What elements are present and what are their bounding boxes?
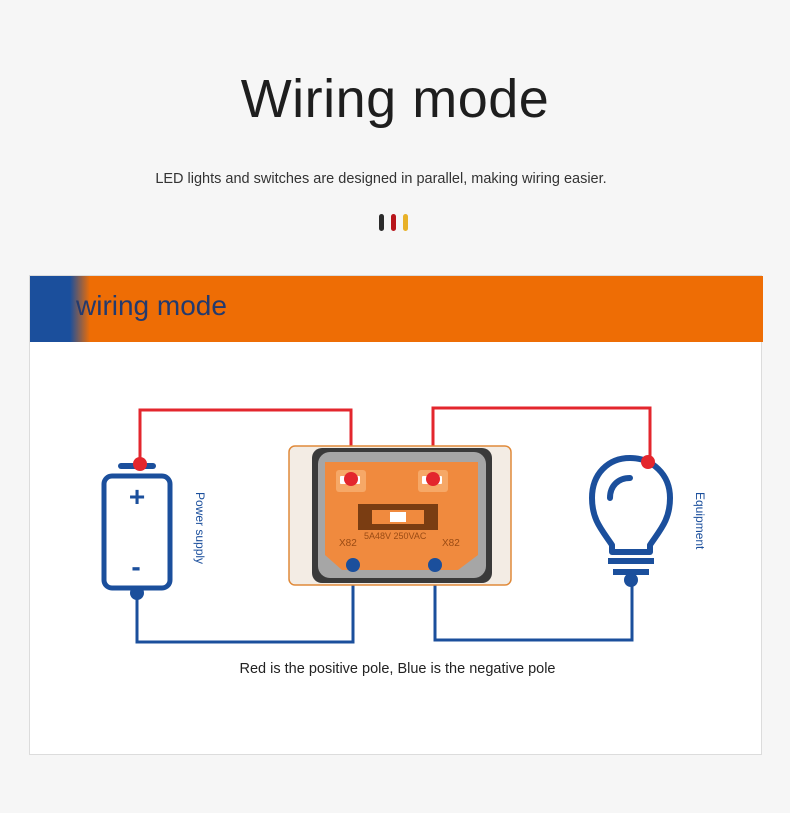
dot-yellow [403,214,408,231]
switch-component: X82 5A48V 250VAC X82 [288,445,512,586]
battery-negative-terminal [130,586,144,600]
dot-dark [379,214,384,231]
page-subtitle: LED lights and switches are designed in … [155,171,607,187]
banner-title: wiring mode [76,290,227,321]
switch-rating-text: 5A48V 250VAC [364,531,427,541]
positive-wire-switch-bulb [431,406,652,478]
battery-minus-sign: - [131,551,140,582]
equipment-label: Equipment [693,492,707,550]
negative-wire-switch-bulb [433,565,634,642]
banner-fade [70,276,90,342]
caption: Red is the positive pole, Blue is the ne… [239,661,556,677]
dot-red [391,214,396,231]
power-supply-label: Power supply [193,492,207,564]
negative-wire-battery-switch [135,565,355,644]
battery-icon: + - [101,463,173,591]
positive-wire-battery-switch [138,408,353,478]
switch-left-marking: X82 [339,538,357,549]
switch-terminal-negative-right [428,558,442,572]
light-bulb-icon [589,455,673,575]
battery-positive-terminal [133,457,147,471]
switch-right-marking: X82 [442,538,460,549]
switch-terminal-positive-left [344,472,358,486]
banner: wiring mode [30,276,763,342]
battery-plus-sign: + [129,481,145,512]
page-title: Wiring mode [240,69,550,129]
bulb-negative-terminal [624,573,638,587]
bulb-positive-terminal [641,455,655,469]
switch-terminal-negative-left [346,558,360,572]
switch-terminal-positive-right [426,472,440,486]
